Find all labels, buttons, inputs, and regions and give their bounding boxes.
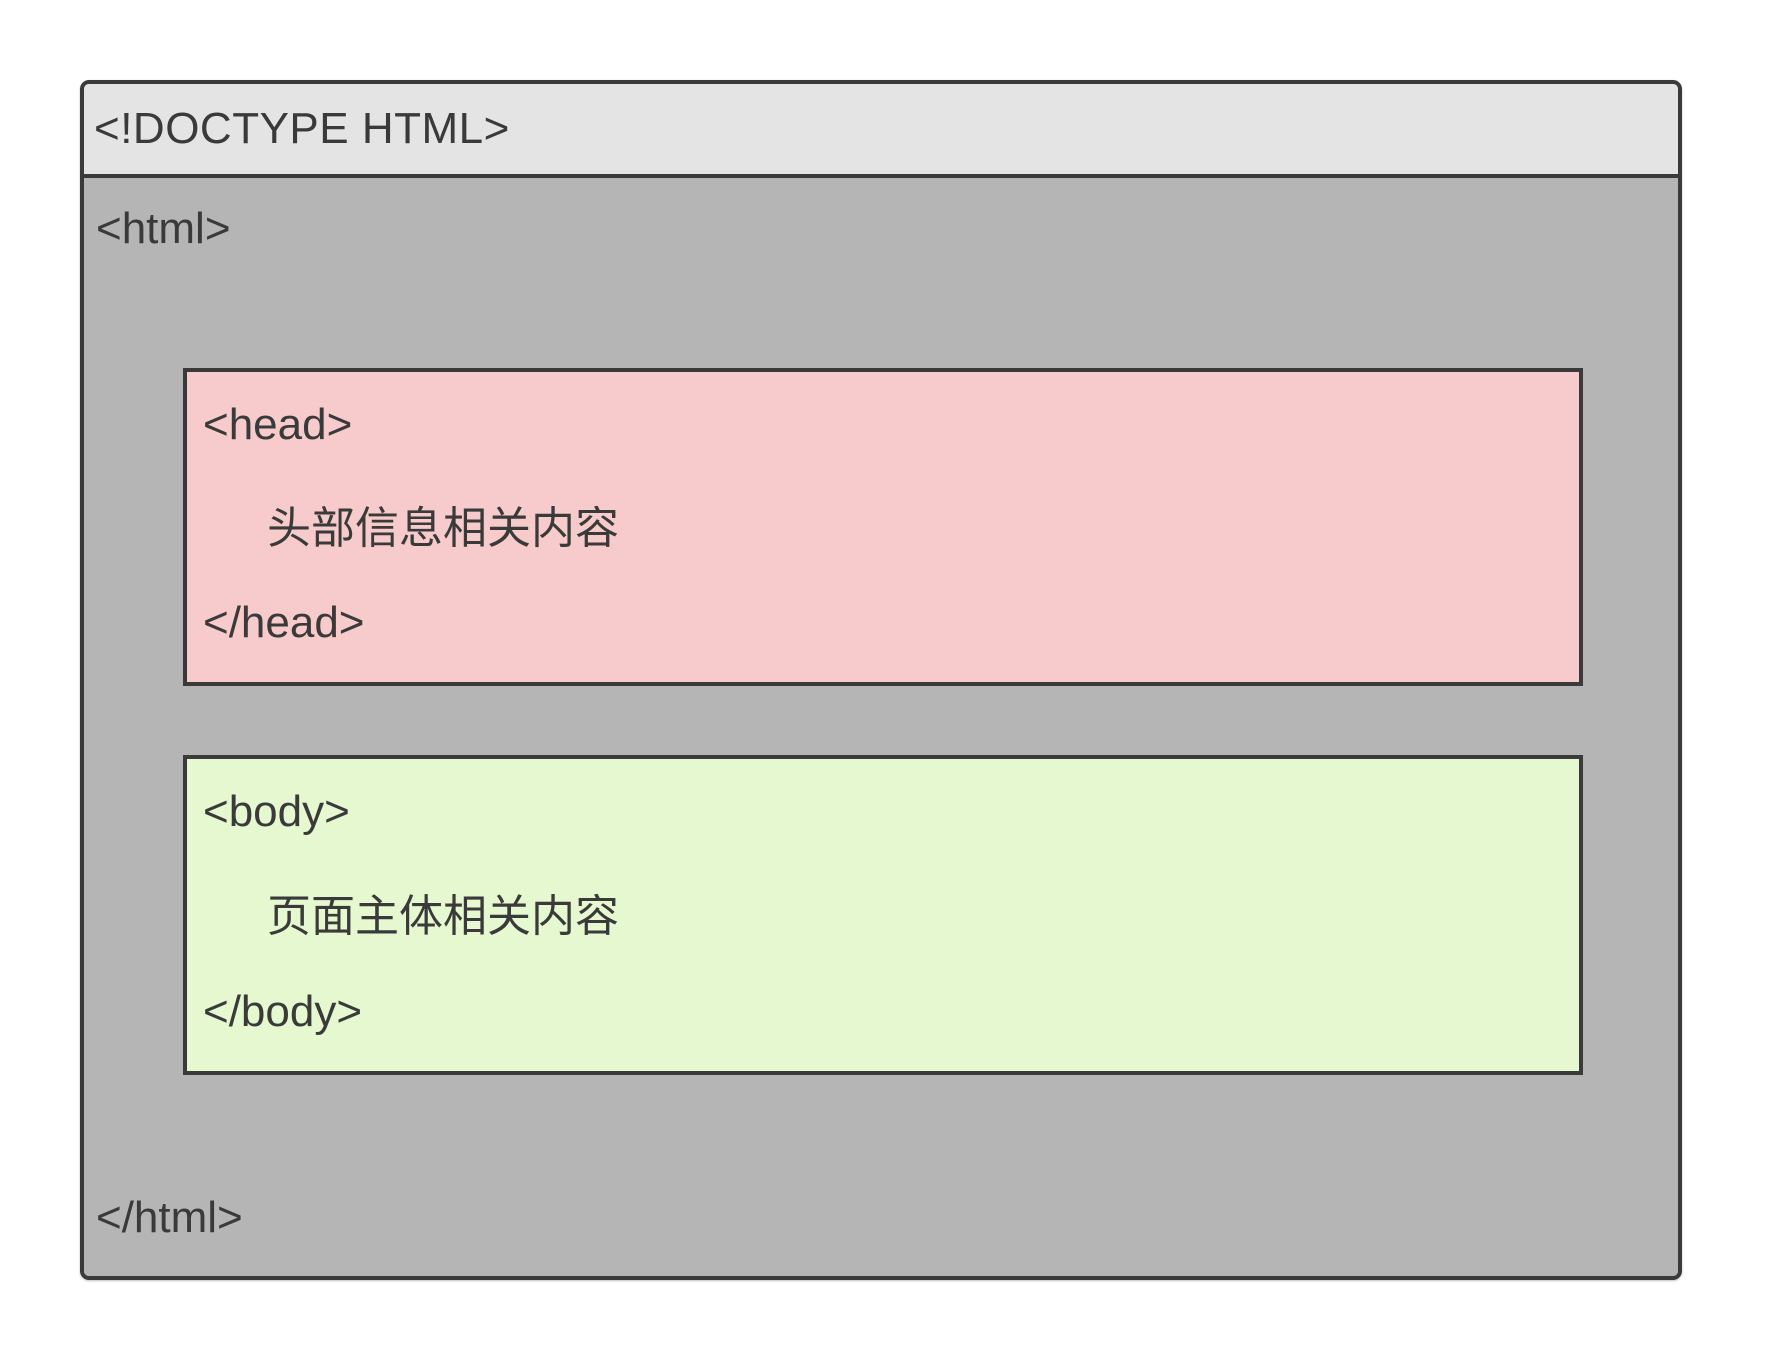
body-box: <body> 页面主体相关内容 </body>	[183, 755, 1583, 1075]
body-close-tag: </body>	[203, 987, 363, 1036]
body-content-text: 页面主体相关内容	[267, 892, 619, 941]
doctype-bar: <!DOCTYPE HTML>	[84, 84, 1678, 178]
html-close-tag: </html>	[96, 1193, 243, 1242]
head-content-text: 头部信息相关内容	[267, 504, 619, 553]
body-open-tag: <body>	[203, 787, 350, 836]
doctype-label: <!DOCTYPE HTML>	[94, 104, 510, 153]
html-element-area: <html> <head> 头部信息相关内容 </head> <body> 页面…	[84, 178, 1678, 1276]
head-box: <head> 头部信息相关内容 </head>	[183, 368, 1583, 686]
head-open-tag: <head>	[203, 400, 353, 449]
html-open-tag: <html>	[96, 204, 231, 253]
document-structure-box: <!DOCTYPE HTML> <html> <head> 头部信息相关内容 <…	[80, 80, 1682, 1280]
head-close-tag: </head>	[203, 598, 365, 647]
